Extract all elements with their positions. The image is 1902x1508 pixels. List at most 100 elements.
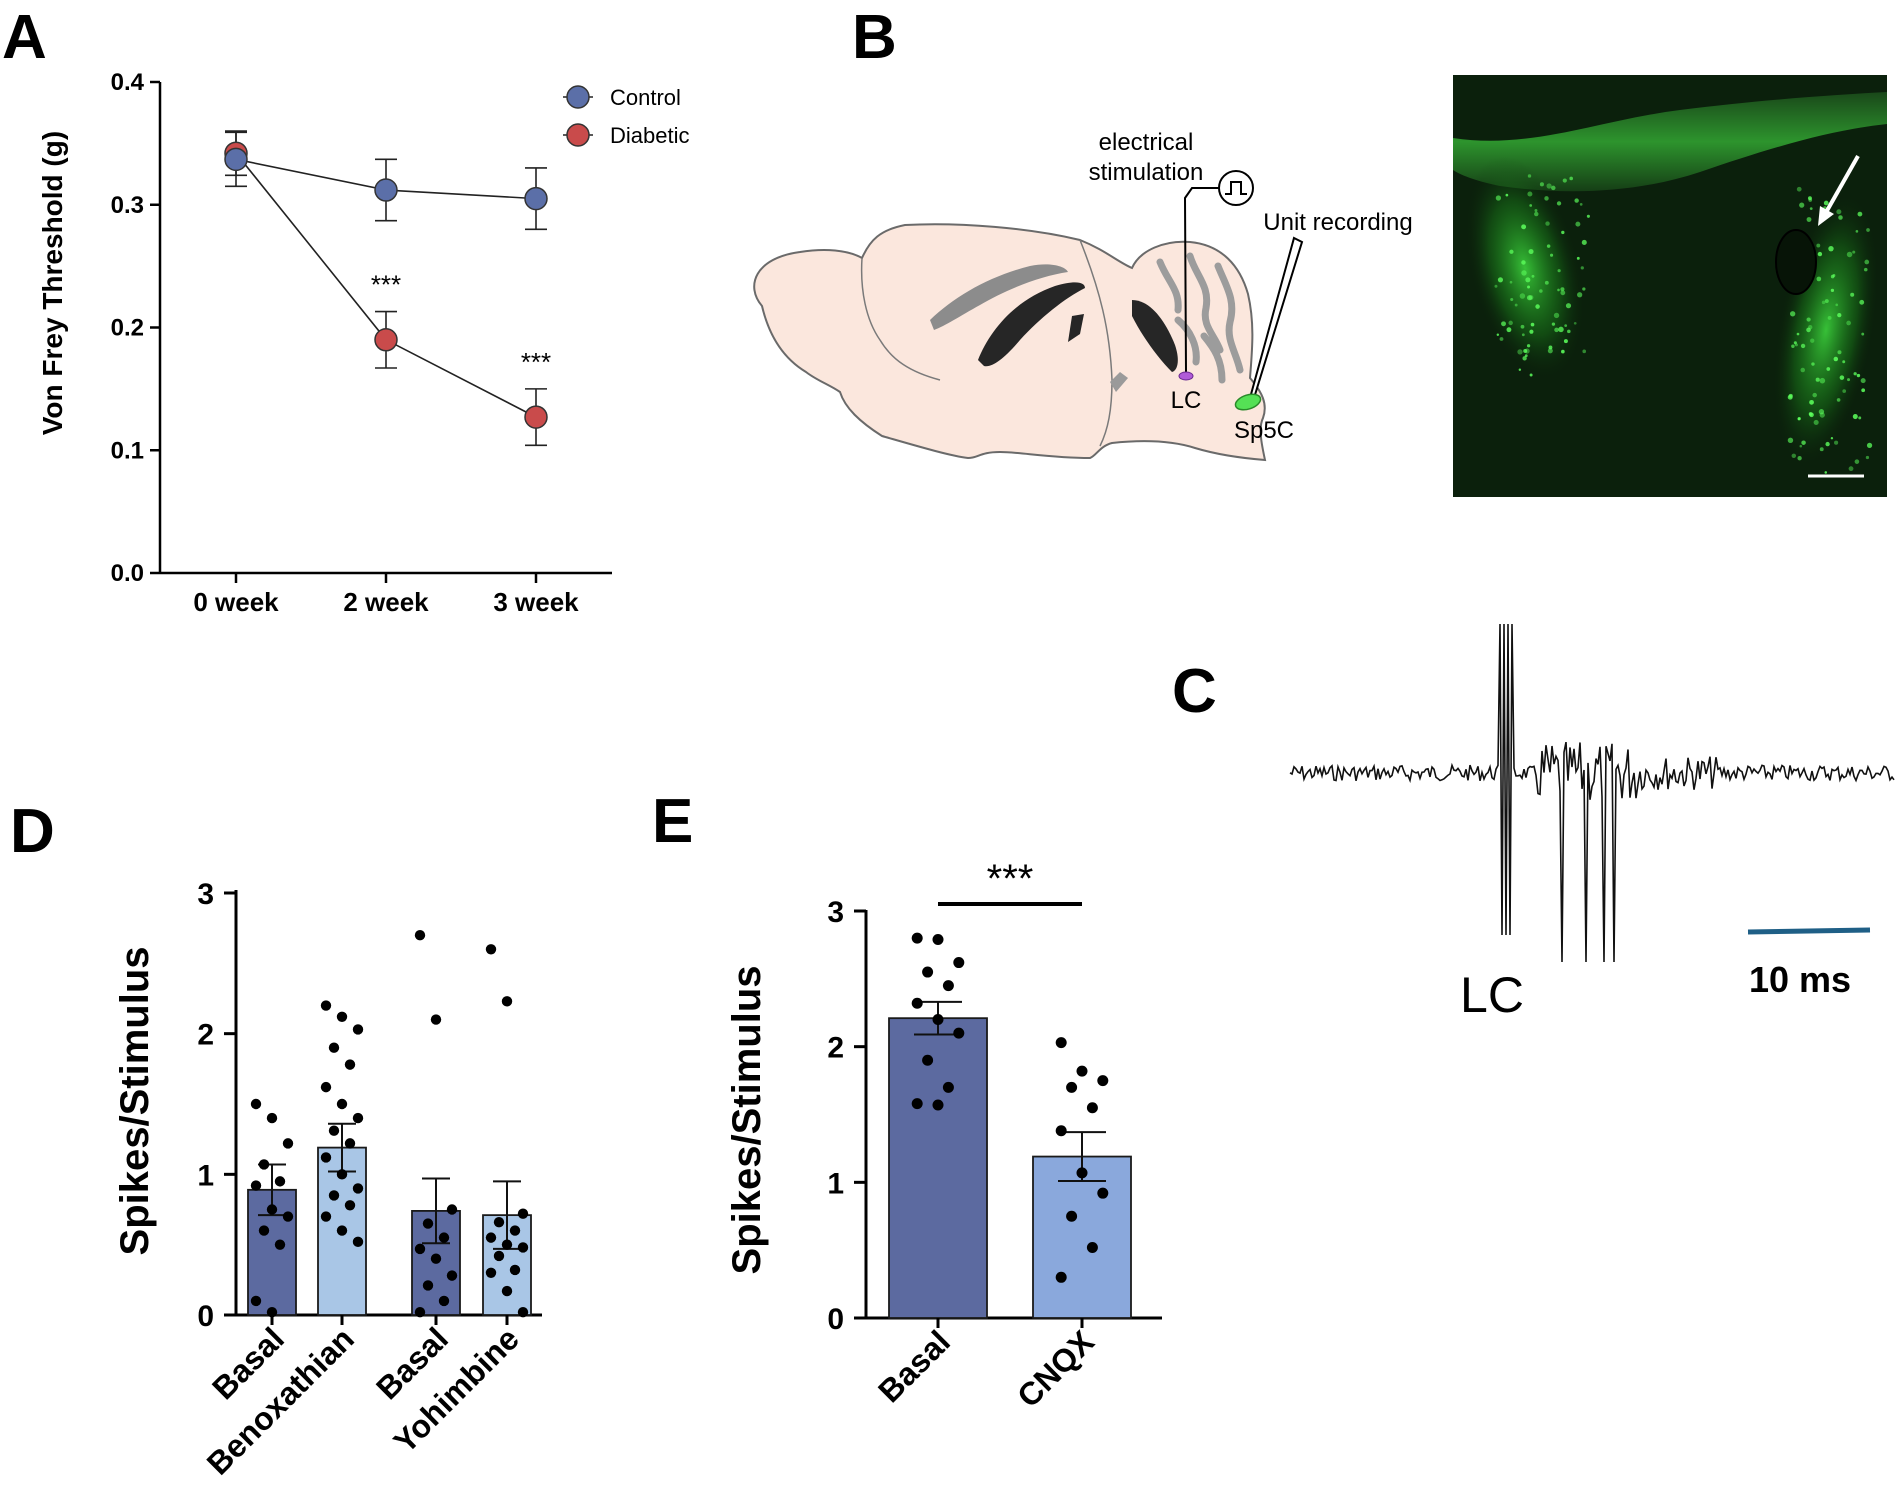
chart-a-legend-label: Control bbox=[610, 85, 681, 110]
label-lc: LC bbox=[1171, 387, 1202, 414]
chart-a-legend-marker bbox=[566, 123, 590, 147]
time-scale-label: 10 ms bbox=[1749, 959, 1851, 1000]
panel-letter-d: D bbox=[10, 797, 55, 866]
fluorescence-speckle bbox=[1853, 372, 1857, 376]
chart-e-y-tick-label: 0 bbox=[827, 1303, 844, 1336]
fluorescence-speckle bbox=[1809, 207, 1813, 211]
chart-e-data-point bbox=[1055, 1271, 1067, 1283]
label-electrical: electrical bbox=[1099, 129, 1194, 156]
fluorescence-speckle bbox=[1576, 256, 1580, 260]
chart-d-data-point bbox=[336, 1225, 348, 1236]
fluorescence-speckle bbox=[1518, 368, 1522, 371]
fluorescence-band bbox=[1453, 92, 1887, 192]
fluorescence-speckle bbox=[1811, 362, 1815, 366]
brain-fourth-ventricle bbox=[1132, 300, 1178, 372]
chart-e-data-point bbox=[953, 1027, 965, 1039]
brain-corpus-callosum bbox=[930, 264, 1068, 330]
fluorescence-speckle bbox=[1547, 348, 1553, 354]
brain-midbrain-line bbox=[1079, 239, 1113, 447]
fluorescence-speckle bbox=[1562, 178, 1567, 183]
fluorescence-speckle bbox=[1830, 288, 1835, 293]
fluorescence-speckle bbox=[1799, 444, 1803, 448]
fluorescence-speckle bbox=[1837, 312, 1842, 318]
chart-a-annotation: *** bbox=[371, 270, 401, 300]
chart-a-y-tick-label: 0.1 bbox=[111, 437, 144, 464]
brain-cerebellum-folia bbox=[1156, 252, 1244, 384]
chart-e-data-point bbox=[911, 1098, 923, 1110]
fluorescence-speckle bbox=[1509, 280, 1513, 284]
recording-electrode bbox=[1248, 236, 1304, 399]
chart-a: Von Frey Threshold (g) 0.00.10.20.30.4 0… bbox=[37, 69, 689, 617]
chart-d-data-point bbox=[501, 1285, 513, 1297]
fluorescence-speckle bbox=[1860, 378, 1866, 384]
fluorescence-speckle bbox=[1819, 412, 1825, 418]
chart-e-data-point bbox=[1066, 1081, 1078, 1093]
fluorescence-speckle bbox=[1836, 209, 1842, 215]
fluorescence-speckle bbox=[1827, 315, 1832, 320]
chart-e-data-point bbox=[932, 1014, 944, 1026]
fluorescence-speckle bbox=[1586, 214, 1590, 218]
chart-a-y-tick-label: 0.4 bbox=[111, 69, 145, 96]
fluorescence-speckle bbox=[1528, 295, 1534, 300]
chart-d-data-point bbox=[414, 1306, 426, 1318]
fluorescence-speckle bbox=[1824, 471, 1828, 474]
fluorescence-speckle bbox=[1854, 459, 1860, 464]
fluorescence-speckle bbox=[1816, 276, 1822, 282]
chart-d-data-point bbox=[250, 1098, 262, 1110]
chart-d-data-point bbox=[344, 1200, 356, 1211]
fluorescence-speckle bbox=[1830, 437, 1834, 440]
chart-e-y-tick-label: 1 bbox=[827, 1167, 844, 1200]
brain-pons-tract bbox=[1110, 372, 1128, 392]
fluorescence-speckle bbox=[1821, 300, 1826, 305]
fluorescence-speckle bbox=[1813, 419, 1819, 425]
fluorescence-speckle bbox=[1549, 253, 1554, 257]
fluorescence-speckle bbox=[1544, 196, 1549, 201]
chart-a-y-tick-label: 0.0 bbox=[111, 560, 144, 587]
chart-d-data-point bbox=[250, 1295, 262, 1307]
fluorescence-speckle bbox=[1835, 303, 1839, 307]
brain-ventricle-small bbox=[1068, 314, 1084, 342]
chart-d-y-tick-label: 1 bbox=[197, 1159, 214, 1192]
fluorescence-speckle bbox=[1561, 349, 1565, 354]
fluorescence-speckle bbox=[1548, 345, 1553, 350]
chart-e-bar bbox=[1032, 1155, 1132, 1319]
sp5c-marker bbox=[1234, 393, 1262, 411]
fluorescence-speckle bbox=[1497, 277, 1504, 283]
chart-a-annotation: *** bbox=[521, 347, 551, 377]
fluorescence-speckle bbox=[1558, 326, 1564, 333]
fluorescence-speckle bbox=[1557, 288, 1560, 292]
fluorescence-speckle bbox=[1526, 344, 1531, 348]
fluorescence-speckle bbox=[1508, 320, 1513, 326]
fluorescence-speckle bbox=[1800, 343, 1806, 349]
time-scale-bar bbox=[1747, 927, 1871, 935]
fluorescence-speckle bbox=[1789, 311, 1796, 317]
chart-a-x-tick-label: 0 week bbox=[193, 587, 279, 617]
fluorescence-speckle bbox=[1837, 350, 1842, 355]
fluorescence-speckle bbox=[1528, 249, 1534, 255]
fluorescence-speckle bbox=[1522, 356, 1527, 361]
fluorescence-speckle bbox=[1506, 327, 1512, 333]
panel-letter-a: A bbox=[2, 3, 47, 72]
chart-d-data-point bbox=[344, 1138, 356, 1149]
fluorescence-speckle bbox=[1529, 373, 1533, 377]
fluorescence-speckle bbox=[1496, 333, 1500, 336]
fluorescence-speckle bbox=[1539, 289, 1543, 293]
chart-d-data-point bbox=[485, 1232, 497, 1243]
stimulator-icon bbox=[1218, 170, 1254, 206]
fluorescence-speckle bbox=[1855, 230, 1859, 233]
chart-d-data-point bbox=[493, 1216, 505, 1228]
fluorescence-speckle bbox=[1846, 251, 1853, 258]
fluorescence-speckle bbox=[1842, 360, 1846, 364]
fluorescence-speckle bbox=[1852, 414, 1858, 420]
chart-d-data-point bbox=[430, 1014, 442, 1025]
fluorescence-speckle bbox=[1524, 348, 1530, 354]
chart-e-data-point bbox=[942, 1081, 954, 1093]
fluorescence-speckle bbox=[1575, 221, 1581, 227]
fluorescence-speckle bbox=[1861, 332, 1865, 336]
fluorescence-speckle bbox=[1564, 324, 1568, 328]
fluorescence-speckle bbox=[1499, 337, 1504, 341]
fluorescence-speckle bbox=[1519, 293, 1526, 299]
chart-d-data-point bbox=[501, 996, 513, 1007]
